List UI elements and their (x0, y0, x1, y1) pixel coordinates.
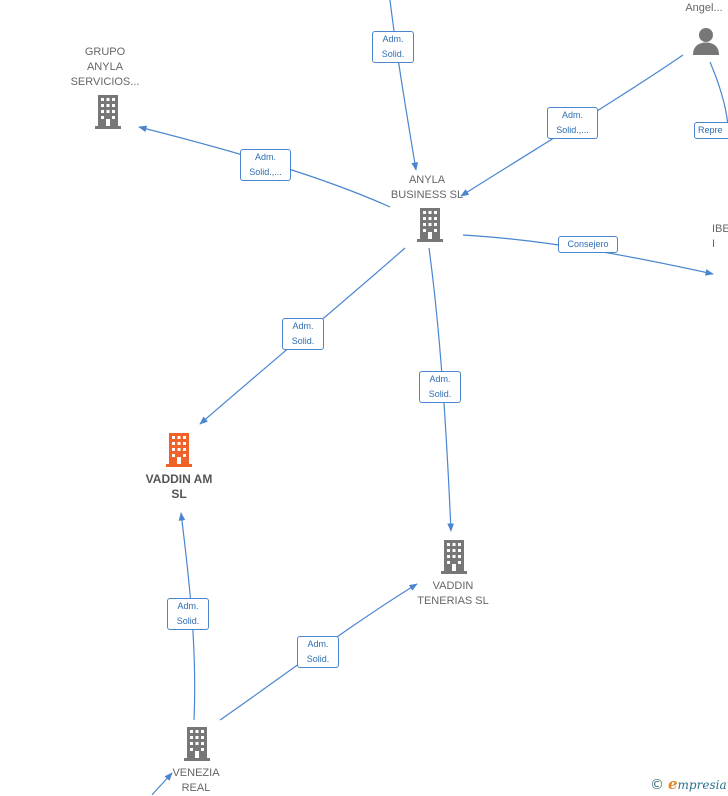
edge-label-anyla-to-vaddin-am[interactable]: Adm. Solid. (282, 318, 324, 350)
empresia-watermark: ©empresia (650, 775, 727, 793)
venezia-real-label[interactable]: VENEZIA REAL (172, 767, 220, 794)
edge-top-to-anyla[interactable] (389, 0, 419, 171)
vaddin-tenerias-label[interactable]: VADDIN TENERIAS SL (417, 580, 489, 607)
edge-label-anyla-to-ibe[interactable]: Consejero (558, 236, 618, 253)
grupo-anyla-building-icon[interactable] (93, 95, 123, 130)
brand-e: e (668, 775, 678, 793)
edge-incoming-venezia[interactable] (151, 772, 173, 795)
edge-label-anyla-to-grupo[interactable]: Adm. Solid.,... (240, 149, 291, 181)
copyright-symbol: © (650, 777, 664, 793)
edge-angel-repre[interactable] (709, 61, 728, 131)
ibe-label[interactable]: IBE I (712, 223, 728, 250)
vaddin-am-label[interactable]: VADDIN AM SL (145, 472, 213, 501)
vaddin-tenerias-building-icon[interactable] (439, 540, 469, 575)
venezia-real-building-icon[interactable] (182, 727, 212, 762)
anyla-business-building-icon[interactable] (415, 208, 445, 243)
anyla-business-label[interactable]: ANYLA BUSINESS SL (390, 174, 464, 201)
edge-label-anyla-to-tenerias[interactable]: Adm. Solid. (419, 371, 461, 403)
angel-person-icon[interactable] (691, 26, 721, 56)
edge-label-angel-to-anyla[interactable]: Adm. Solid.,... (547, 107, 598, 139)
angel-label[interactable]: Angel... (685, 2, 723, 14)
vaddin-am-building-icon[interactable] (164, 433, 194, 468)
edge-label-top-to-anyla[interactable]: Adm. Solid. (372, 31, 414, 63)
edge-label-angel-repre[interactable]: Repre (694, 122, 728, 139)
edge-label-venezia-to-vaddin-am[interactable]: Adm. Solid. (167, 598, 209, 630)
edge-label-venezia-to-tenerias[interactable]: Adm. Solid. (297, 636, 339, 668)
brand-text: mpresia (677, 778, 727, 792)
grupo-anyla-label[interactable]: GRUPO ANYLA SERVICIOS... (70, 46, 140, 88)
